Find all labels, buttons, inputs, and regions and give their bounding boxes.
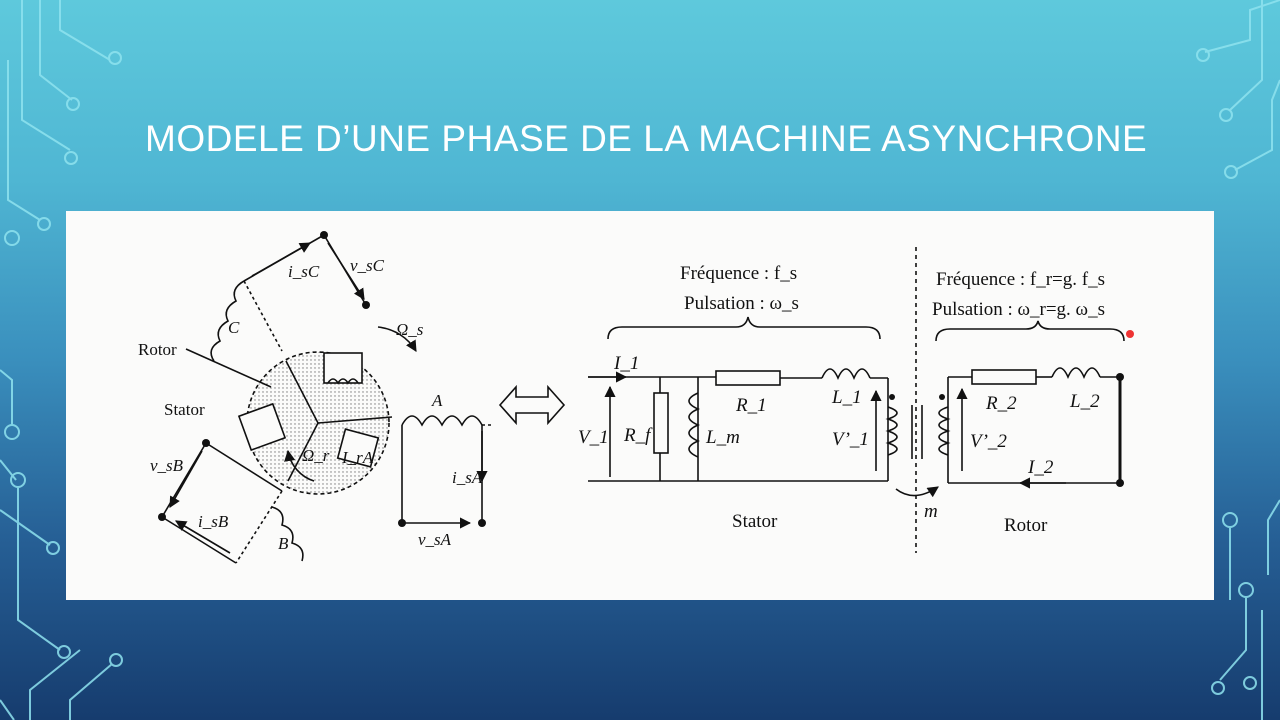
stator-brace [607, 316, 881, 340]
resistor-rf [653, 392, 669, 454]
current-isb-label: i_sB [198, 512, 229, 531]
rotor-inductance-label: L_2 [1069, 391, 1100, 412]
rotor-coil-a [323, 352, 363, 384]
stator-inductance-label: L_1 [831, 387, 862, 408]
voltage-vsa-label: v_sA [418, 530, 452, 549]
rotor-emf-label: V’_2 [970, 431, 1007, 452]
phase-a-label: A [431, 391, 443, 410]
circuit-rotor-label: Rotor [1004, 515, 1048, 536]
rotor-speed-label: Ω_r [302, 446, 330, 465]
coupling-label: m [924, 501, 938, 522]
rotor-pulsation-text: Pulsation : ω_r=g. ω_s [932, 299, 1105, 320]
transformer-primary [885, 406, 898, 456]
rotor-coil-b [237, 402, 287, 452]
figure-panel: Rotor Stator A B C Ω_s Ω_r I_rA i_sA i_s… [66, 211, 1214, 600]
stator-resistance-label: R_1 [735, 395, 767, 416]
inductor-lm [688, 392, 700, 458]
iron-resistance-label: R_f [623, 425, 653, 446]
rotor-label: Rotor [138, 340, 177, 359]
stator-label: Stator [164, 400, 205, 419]
stator-speed-label: Ω_s [396, 320, 424, 339]
magnetizing-inductance-label: L_m [705, 427, 740, 448]
circuit-stator-label: Stator [732, 511, 778, 532]
slide-title: MODELE D’UNE PHASE DE LA MACHINE ASYNCHR… [145, 118, 1148, 159]
phase-c-label: C [228, 318, 240, 337]
transformer-secondary [938, 406, 951, 456]
current-isa-label: i_sA [452, 468, 483, 487]
pointer-dot [1126, 330, 1134, 338]
stator-current-label: I_1 [613, 353, 639, 374]
stator-voltage-label: V_1 [578, 427, 609, 448]
phase-b-label: B [278, 534, 289, 553]
rotor-coil-c [336, 428, 380, 468]
machine-diagram-figure: Rotor Stator A B C Ω_s Ω_r I_rA i_sA i_s… [138, 231, 1134, 564]
resistor-r1 [715, 370, 781, 386]
voltage-vsc-label: v_sC [350, 256, 385, 275]
stator-frequency-text: Fréquence : f_s [680, 263, 797, 284]
stator-emf-label: V’_1 [832, 429, 869, 450]
rotor-current-circuit-label: I_2 [1027, 457, 1054, 478]
current-isc-label: i_sC [288, 262, 320, 281]
inductor-l1 [821, 368, 871, 380]
equivalence-arrow [498, 384, 566, 426]
rotor-resistance-label: R_2 [985, 393, 1017, 414]
rotor-frequency-text: Fréquence : f_r=g. f_s [936, 269, 1105, 290]
inductor-l2 [1051, 367, 1101, 379]
rotor-current-label: I_rA [341, 448, 374, 467]
resistor-r2 [971, 369, 1037, 385]
rotor-brace [935, 320, 1125, 342]
stator-pulsation-text: Pulsation : ω_s [684, 293, 799, 314]
voltage-vsb-label: v_sB [150, 456, 184, 475]
